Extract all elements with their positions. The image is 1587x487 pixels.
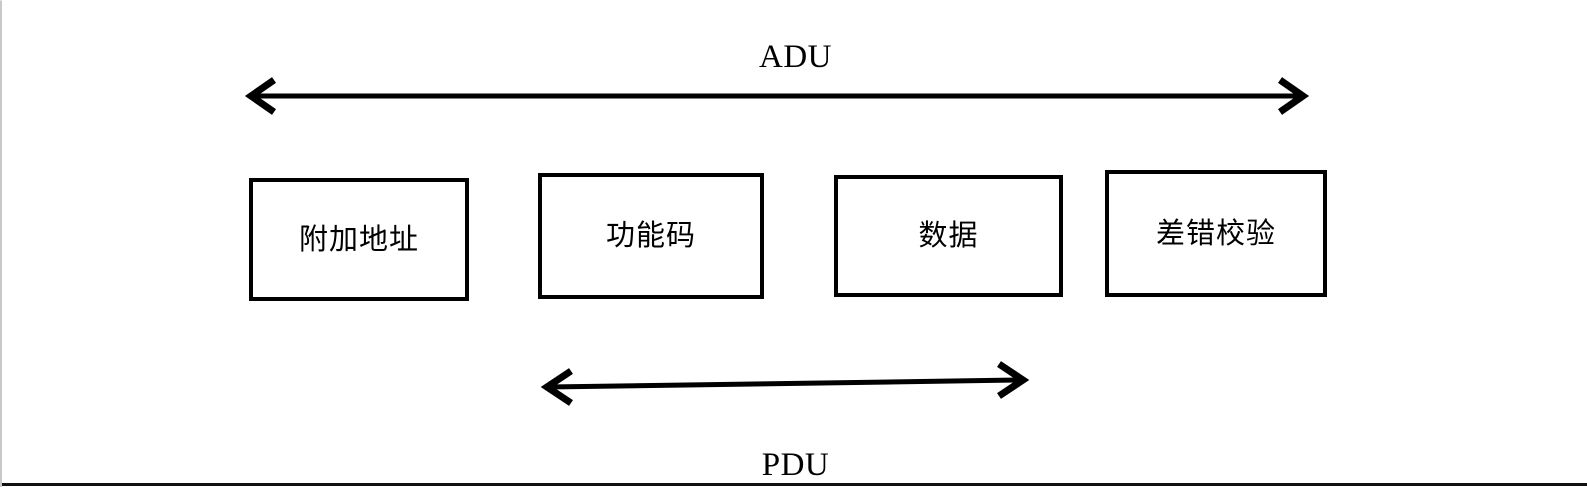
pdu-label: PDU <box>761 447 830 483</box>
field-box-label: 附加地址 <box>298 223 419 256</box>
pdu-span-arrow <box>540 361 1030 406</box>
adu-label: ADU <box>759 39 832 75</box>
field-box-label: 差错校验 <box>1155 217 1276 250</box>
field-box-additional-address[interactable]: 附加地址 <box>249 178 469 301</box>
field-box-label: 功能码 <box>605 220 696 252</box>
field-box-data[interactable]: 数据 <box>834 175 1063 297</box>
field-box-function-code[interactable]: 功能码 <box>538 173 764 299</box>
field-box-error-check[interactable]: 差错校验 <box>1105 170 1327 297</box>
adu-span-arrow <box>244 77 1310 115</box>
field-box-label: 数据 <box>918 220 979 252</box>
bottom-divider <box>2 483 1587 486</box>
